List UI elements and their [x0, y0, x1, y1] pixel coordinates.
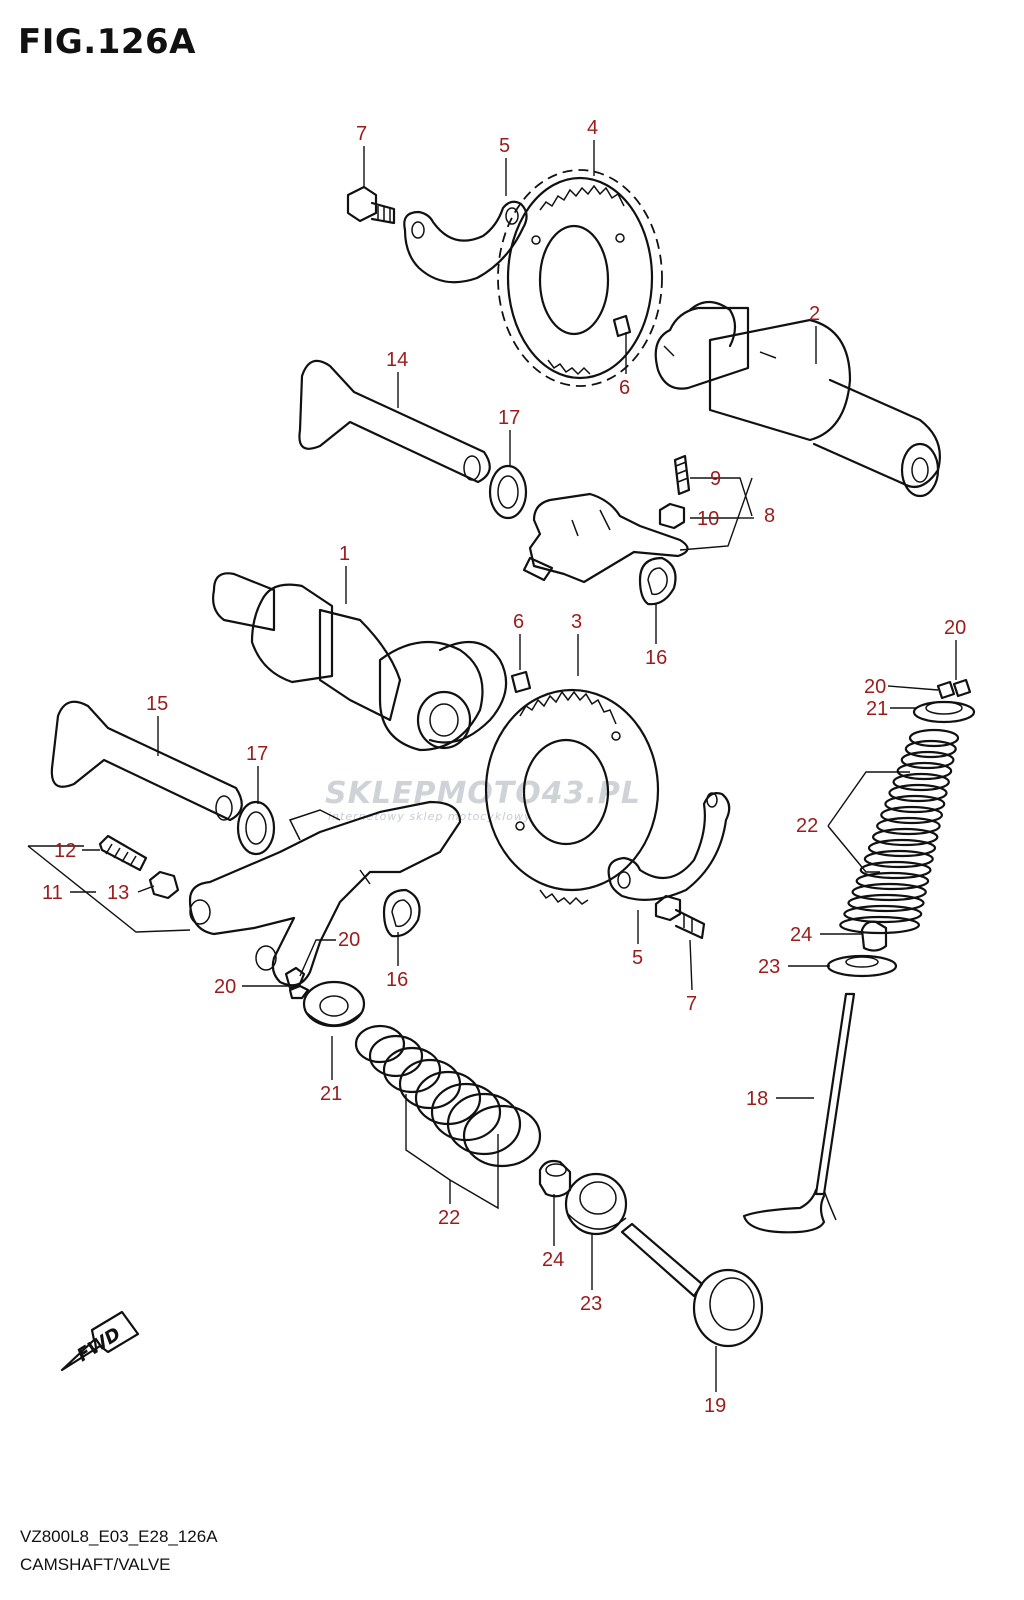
part-24-seal-upper — [860, 920, 888, 952]
spring-coil — [892, 772, 950, 792]
part-14-rocker-shaft-upper — [298, 359, 491, 484]
part-6-dowel-lower — [510, 670, 532, 694]
callout-17-lower: 17 — [246, 743, 268, 765]
spring-coil — [872, 827, 939, 847]
leader-lines — [27, 140, 957, 1392]
callout-15: 15 — [146, 693, 168, 715]
part-11-rocker-arm-lower — [188, 800, 462, 987]
callout-12: 12 — [54, 840, 76, 862]
callout-23-upper: 23 — [758, 956, 780, 978]
part-24-seal-lower — [538, 1159, 572, 1198]
part-2-camshaft-rear — [654, 300, 941, 498]
callout-20-upper-b: 20 — [864, 676, 886, 698]
spring-coil — [904, 739, 957, 759]
spring-coil — [876, 816, 941, 836]
callout-20-lower-b: 20 — [214, 976, 236, 998]
callout-6-lower: 6 — [513, 611, 524, 633]
callout-labels: 7 5 4 2 6 14 17 9 10 8 16 1 6 3 20 20 21… — [42, 117, 966, 1417]
callout-14: 14 — [386, 349, 408, 371]
callout-23-lower: 23 — [580, 1293, 602, 1315]
callout-21-upper: 21 — [866, 698, 888, 720]
callout-5-lower: 5 — [632, 947, 643, 969]
spring-coil — [847, 893, 925, 913]
callout-19: 19 — [704, 1395, 726, 1417]
callout-10: 10 — [697, 508, 719, 530]
callout-4: 4 — [587, 117, 598, 139]
callout-18: 18 — [746, 1088, 768, 1110]
watermark: SKLEPMOTO43.PL internetowy sklep motocyk… — [325, 776, 641, 823]
part-6-dowel-upper — [612, 314, 632, 338]
callout-8: 8 — [764, 505, 775, 527]
spring-coil — [863, 849, 934, 869]
callout-1: 1 — [339, 543, 350, 565]
part-16-clip-upper — [638, 556, 677, 606]
part-4-cam-gear-upper — [497, 169, 663, 387]
callout-3: 3 — [571, 611, 582, 633]
part-9-adjust-screw-upper — [673, 454, 691, 496]
part-18-valve-upper — [742, 992, 856, 1234]
spring-coil — [888, 783, 948, 803]
part-5-plate-upper — [403, 200, 528, 284]
part-20-cotter-lower — [284, 966, 310, 1000]
part-17-washer-lower — [236, 800, 276, 856]
callout-22-lower: 22 — [438, 1207, 460, 1229]
part-5-plate-lower — [607, 792, 731, 901]
part-22-spring-upper — [839, 728, 960, 935]
spring-coil — [900, 750, 955, 770]
part-16-clip-lower — [382, 888, 421, 938]
callout-22-upper: 22 — [796, 815, 818, 837]
part-21-retainer-upper — [912, 700, 976, 724]
spring-coil — [908, 728, 960, 748]
footer-code: VZ800L8_E03_E28_126A — [20, 1527, 218, 1546]
callout-9: 9 — [710, 468, 721, 490]
callout-20-upper-a: 20 — [944, 617, 966, 639]
part-23-spring-seat-upper — [826, 954, 898, 978]
callout-16-upper: 16 — [645, 647, 667, 669]
part-1-camshaft-front — [212, 572, 508, 752]
callout-2: 2 — [809, 303, 820, 325]
callout-13: 13 — [107, 882, 129, 904]
part-17-washer-upper — [488, 464, 528, 520]
spring-coil — [839, 915, 920, 935]
callout-20-lower-a: 20 — [338, 929, 360, 951]
part-12-adjust-screw-lower — [98, 834, 148, 872]
figure-title: FIG.126A — [18, 22, 196, 62]
part-23-spring-seat-lower — [564, 1172, 628, 1236]
fwd-arrow: FWD — [60, 1310, 140, 1372]
part-7-bolt-lower — [654, 894, 706, 940]
spring-coil — [896, 761, 953, 781]
callout-7-lower: 7 — [686, 993, 697, 1015]
callout-6-upper: 6 — [619, 377, 630, 399]
part-13-nut-lower — [148, 870, 180, 900]
callout-17-upper: 17 — [498, 407, 520, 429]
callout-24-upper: 24 — [790, 924, 812, 946]
spring-coil — [867, 838, 937, 858]
spring-coil — [880, 805, 943, 825]
callout-11: 11 — [42, 882, 63, 904]
fwd-label: FWD — [74, 1323, 125, 1366]
footer-caption: CAMSHAFT/VALVE — [20, 1555, 171, 1574]
part-15-rocker-shaft-lower — [50, 700, 243, 822]
part-20-cotter-upper — [936, 678, 972, 700]
spring-coil — [884, 794, 946, 814]
part-7-bolt-upper — [346, 185, 396, 225]
spring-coil — [855, 871, 930, 891]
callout-7-upper: 7 — [356, 123, 367, 145]
spring-coil — [859, 860, 932, 880]
spring-coil — [851, 882, 927, 902]
part-21-retainer-lower — [302, 980, 366, 1028]
part-3-cam-gear-lower — [484, 688, 660, 906]
callout-24-lower: 24 — [542, 1249, 564, 1271]
part-22-spring-lower — [354, 1024, 542, 1168]
watermark-brand: SKLEPMOTO43.PL — [325, 776, 641, 811]
part-19-valve-lower — [620, 1222, 764, 1348]
callout-16-lower: 16 — [386, 969, 408, 991]
callout-5-upper: 5 — [499, 135, 510, 157]
callout-21-lower: 21 — [320, 1083, 342, 1105]
watermark-tagline: internetowy sklep motocyklowy — [328, 810, 532, 823]
part-8-rocker-arm-upper — [522, 492, 689, 584]
spring-coil — [843, 904, 923, 924]
part-10-nut-upper — [658, 502, 686, 530]
